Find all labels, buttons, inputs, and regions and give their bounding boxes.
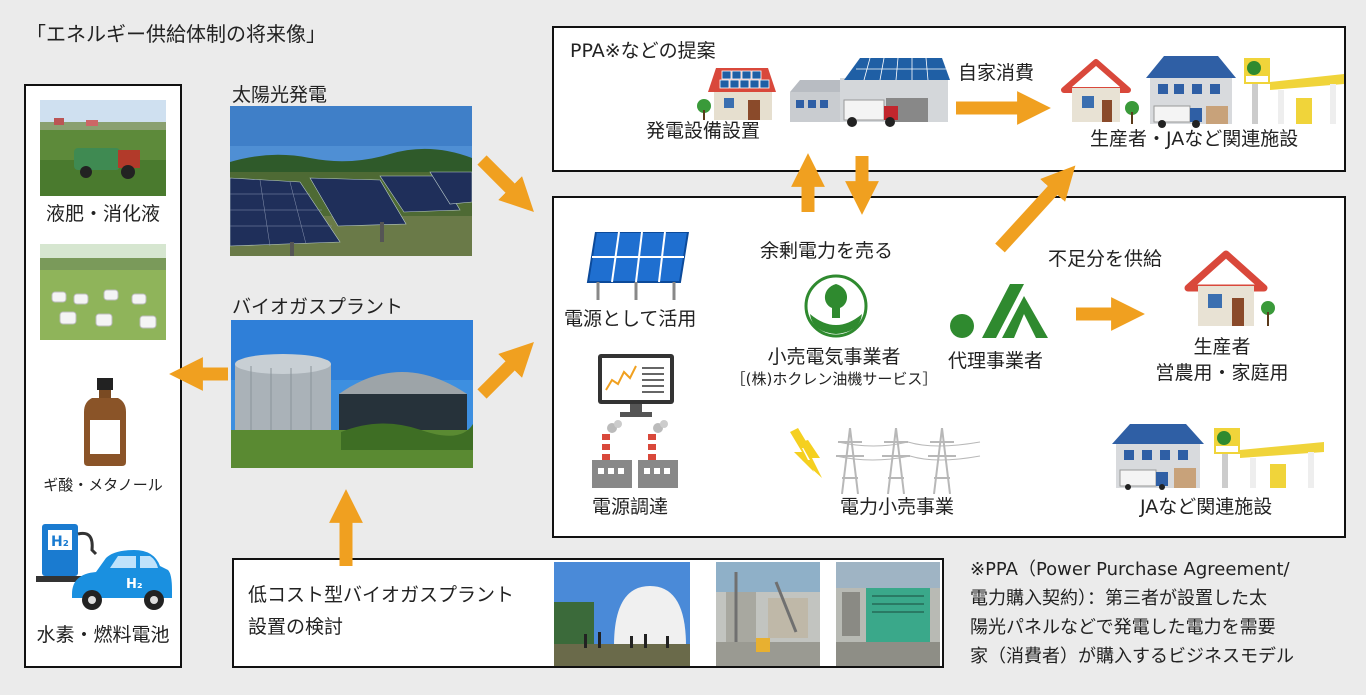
svg-text:H₂: H₂ bbox=[126, 577, 143, 592]
study-line1: 低コスト型バイオガスプラント bbox=[248, 584, 515, 606]
page-title: 「エネルギー供給体制の将来像」 bbox=[26, 22, 326, 46]
power-lines-icon bbox=[790, 427, 986, 495]
study-box: 低コスト型バイオガスプラント 設置の検討 bbox=[232, 558, 944, 668]
arrow-solar-to-center bbox=[477, 155, 534, 212]
ja-facility-building-icon bbox=[1108, 424, 1208, 490]
retailer-company: ［(株)ホクレン油機サービス］ bbox=[730, 370, 938, 388]
self-consumption-label: 自家消費 bbox=[958, 62, 1035, 84]
formic-acid-label: ギ酸・メタノール bbox=[43, 476, 163, 494]
solar-label: 太陽光発電 bbox=[232, 84, 328, 106]
gas-station-icon bbox=[1244, 58, 1352, 128]
ppa-title: PPA※などの提案 bbox=[570, 40, 716, 62]
retail-business-label: 電力小売事業 bbox=[840, 496, 955, 518]
footnote-line4: 家（消費者）が購入するビジネスモデル bbox=[970, 646, 1294, 667]
retailer-name: 小売電気事業者 bbox=[767, 346, 901, 368]
svg-text:H₂: H₂ bbox=[51, 534, 69, 550]
house-solar-icon bbox=[696, 62, 780, 122]
supply-shortage-label: 不足分を供給 bbox=[1048, 248, 1163, 270]
arrow-biogas-to-center bbox=[477, 342, 534, 399]
solar-panel-icon bbox=[584, 231, 692, 300]
footnote-line2: 電力購入契約）：第三者が設置した太 bbox=[970, 588, 1267, 609]
house-red-icon bbox=[1060, 58, 1140, 128]
ja-logo-icon bbox=[950, 282, 1050, 340]
factory-solar-icon bbox=[790, 57, 952, 128]
retailer-logo-icon bbox=[804, 274, 868, 338]
liquid-fertilizer-label: 液肥・消化液 bbox=[45, 203, 161, 225]
hydrogen-car-icon: H₂ H₂ bbox=[36, 520, 174, 616]
ja-building-icon bbox=[1142, 56, 1238, 128]
footnote-line3: 陽光パネルなどで発電した電力を需要 bbox=[970, 617, 1276, 638]
tractor-field-photo bbox=[40, 100, 166, 196]
ppa-footnote: ※PPA（Power Purchase Agreement/ 電力購入契約）：第… bbox=[970, 555, 1360, 671]
procurement-label: 電源調達 bbox=[592, 496, 669, 518]
destination-label: 生産者・JAなど関連施設 bbox=[1090, 128, 1299, 150]
hay-bales-photo bbox=[40, 244, 166, 340]
install-label: 発電設備設置 bbox=[646, 120, 761, 142]
ppa-box: PPA※などの提案 発電設備設置 自家消費 bbox=[552, 26, 1346, 172]
dome-plant-photo bbox=[554, 562, 690, 666]
use-as-power-label: 電源として活用 bbox=[564, 308, 697, 330]
biogas-label: バイオガスプラント bbox=[232, 296, 404, 318]
bottle-icon bbox=[78, 378, 132, 466]
generator-photo bbox=[836, 562, 940, 666]
footnote-line1: ※PPA（Power Purchase Agreement/ bbox=[970, 559, 1290, 580]
monitor-chart-icon bbox=[598, 354, 674, 418]
ja-gas-station-icon bbox=[1214, 428, 1330, 490]
factory-chimney-icon bbox=[588, 420, 680, 488]
hydrogen-fuel-cell-label: 水素・燃料電池 bbox=[36, 624, 170, 646]
ja-facilities-label: JAなど関連施設 bbox=[1140, 496, 1273, 518]
producers-usage-label: 営農用・家庭用 bbox=[1155, 362, 1289, 384]
center-box: 電源として活用 電源調達 余剰電力を売る 小売電気事業者 ［(株)ホクレン油機サ… bbox=[552, 196, 1346, 538]
biogas-plant-photo bbox=[231, 320, 473, 468]
solar-panels-photo bbox=[230, 106, 472, 256]
equipment-room-photo bbox=[716, 562, 820, 666]
producers-label: 生産者 bbox=[1193, 336, 1251, 358]
sell-surplus-label: 余剰電力を売る bbox=[760, 240, 894, 262]
study-line2: 設置の検討 bbox=[248, 616, 344, 638]
arrow-agent-to-destination bbox=[995, 165, 1076, 253]
agent-label: 代理事業者 bbox=[948, 350, 1044, 372]
producer-house-icon bbox=[1182, 250, 1276, 330]
